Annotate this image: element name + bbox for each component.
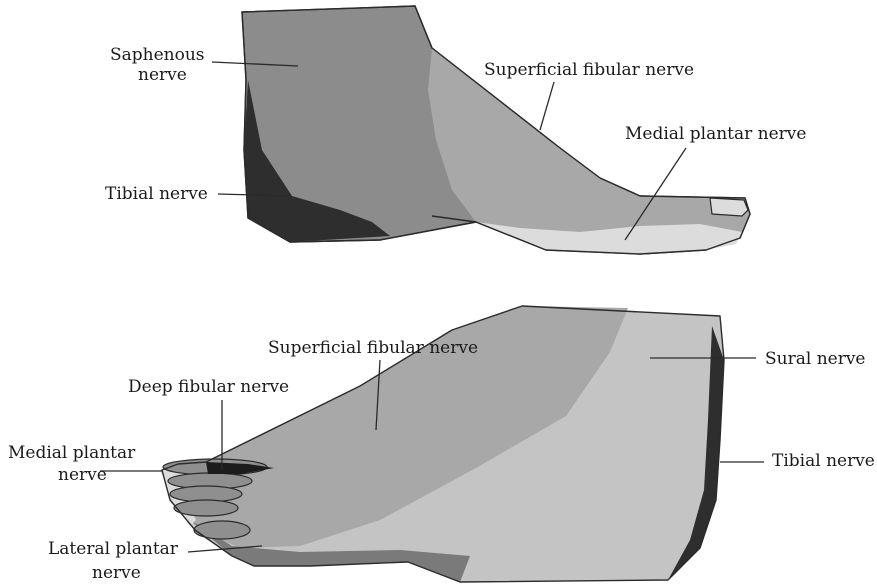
label-lateral-plantar-line2: nerve bbox=[92, 563, 141, 583]
label-tibial-bottom: Tibial nerve bbox=[772, 451, 875, 471]
label-saphenous-line1: Saphenous bbox=[110, 45, 205, 65]
label-superficial-fibular-bottom: Superficial fibular nerve bbox=[268, 338, 478, 358]
label-superficial-fibular-top: Superficial fibular nerve bbox=[484, 60, 694, 80]
toe-4 bbox=[174, 500, 238, 516]
toe-5 bbox=[194, 521, 250, 539]
label-tibial-top: Tibial nerve bbox=[105, 184, 208, 204]
label-saphenous-line2: nerve bbox=[138, 65, 187, 85]
label-deep-fibular: Deep fibular nerve bbox=[128, 377, 289, 397]
label-medial-plantar-top: Medial plantar nerve bbox=[625, 124, 806, 144]
label-sural: Sural nerve bbox=[765, 349, 866, 369]
label-medial-plantar-bottom-line2: nerve bbox=[58, 465, 107, 485]
leader-superficial-fibular-top bbox=[540, 82, 554, 130]
label-medial-plantar-bottom-line1: Medial plantar bbox=[8, 443, 136, 463]
label-lateral-plantar-line1: Lateral plantar bbox=[48, 539, 179, 559]
toenail-medial bbox=[710, 198, 748, 216]
